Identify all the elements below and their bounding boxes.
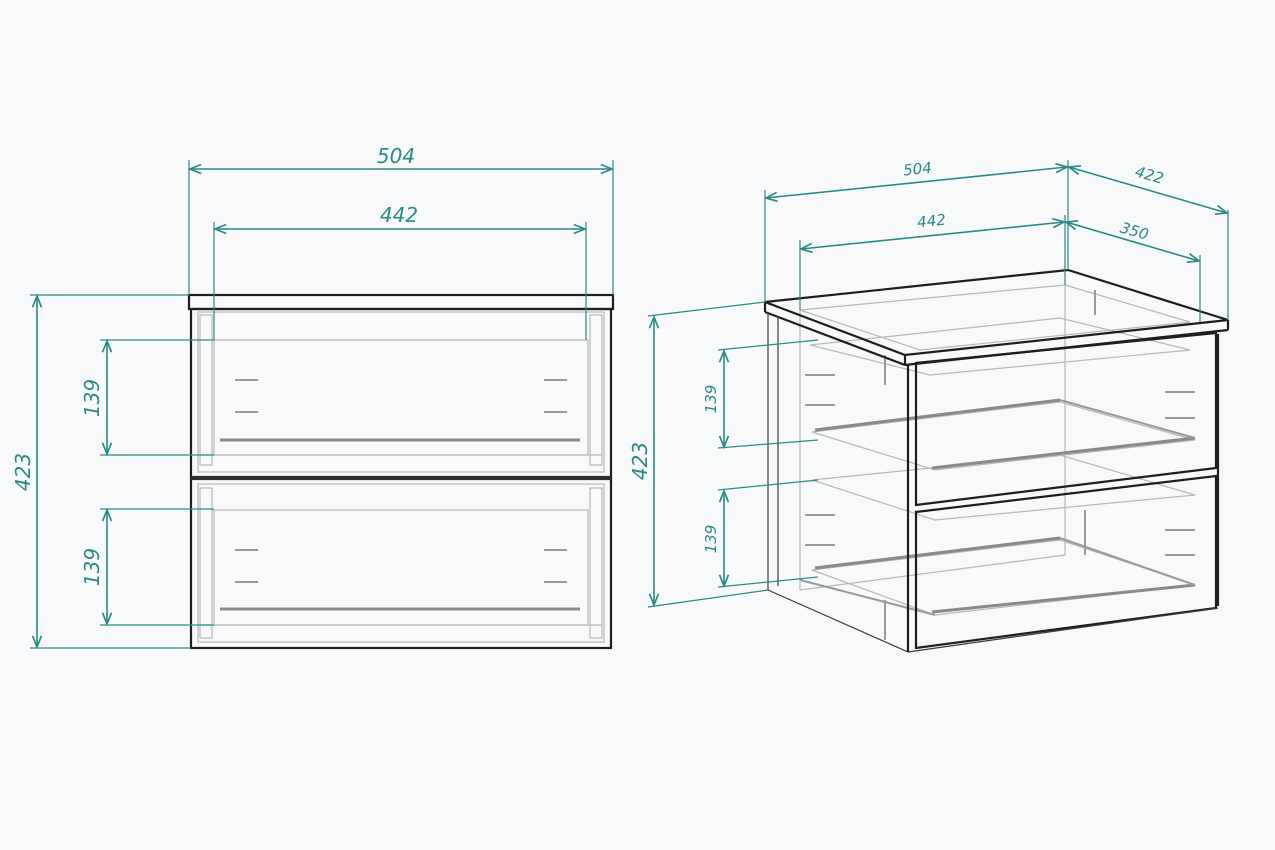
front-dim-drawer-top-height-label: 139 (80, 379, 104, 417)
front-view: 504 442 423 139 139 (11, 144, 615, 650)
iso-dim-drawer-bottom-height-label: 139 (702, 525, 720, 554)
iso-hidden-structure (799, 284, 1196, 640)
front-dim-drawer-bottom-height: 139 (80, 507, 214, 627)
front-dim-overall-width-label: 504 (377, 144, 415, 168)
front-dim-drawer-bottom-height-label: 139 (80, 548, 104, 586)
iso-dim-overall-depth: 422 (1066, 163, 1230, 320)
iso-dim-drawer-top-height-label: 139 (702, 385, 720, 414)
front-dim-overall-width: 504 (187, 144, 615, 295)
front-dim-inner-width-label: 442 (380, 203, 418, 227)
front-drawer-top-hidden (197, 311, 605, 473)
iso-dim-inner-width-label: 442 (916, 211, 946, 232)
iso-dim-inner-depth-label: 350 (1118, 219, 1150, 244)
front-dim-inner-width: 442 (212, 203, 588, 340)
iso-dim-drawer-bottom-height: 139 (702, 479, 819, 589)
front-dim-drawer-top-height: 139 (80, 338, 214, 457)
iso-dim-overall-depth-label: 422 (1133, 163, 1165, 188)
iso-dim-overall-width: 504 (763, 159, 1070, 302)
front-drawer-bottom-hidden (197, 483, 605, 643)
iso-view: 504 442 422 350 423 (628, 159, 1230, 653)
iso-dim-overall-height-label: 423 (628, 442, 652, 480)
front-cabinet-outline (187, 293, 615, 650)
iso-dim-drawer-top-height: 139 (702, 339, 819, 450)
iso-dim-overall-width-label: 504 (902, 159, 932, 180)
iso-dim-inner-depth: 350 (1063, 219, 1202, 322)
iso-dim-overall-height: 423 (628, 301, 769, 608)
front-dim-overall-height: 423 (11, 293, 191, 650)
front-dim-overall-height-label: 423 (11, 453, 35, 491)
